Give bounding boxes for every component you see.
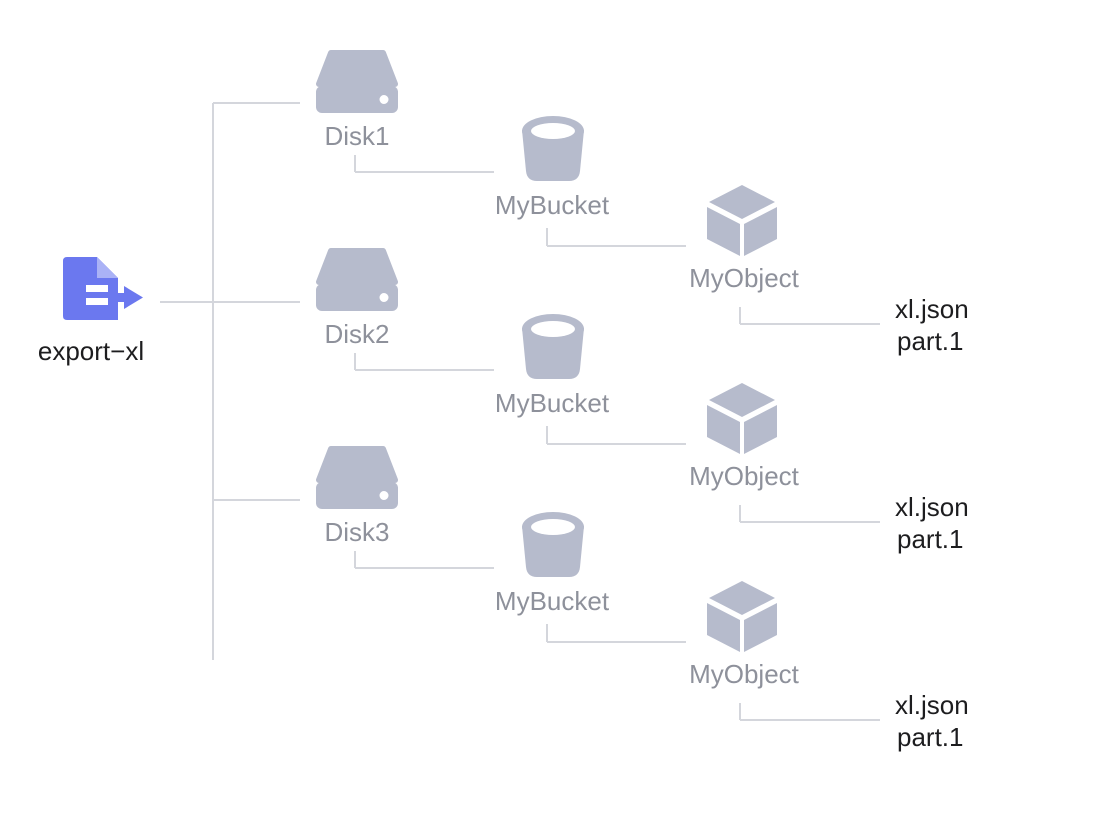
bucket-icon xyxy=(522,116,584,181)
disk-branch-1: Disk1 MyBucket MyObject xl.json part.1 xyxy=(316,50,969,356)
disk-label: Disk1 xyxy=(324,121,389,151)
file-export-icon xyxy=(63,257,143,320)
hard-drive-icon xyxy=(316,446,398,509)
bucket-label: MyBucket xyxy=(495,190,610,220)
bucket-label: MyBucket xyxy=(495,388,610,418)
object-node-2[interactable]: MyObject xyxy=(689,383,800,491)
cube-icon xyxy=(707,383,777,454)
file-export-arrow-head xyxy=(124,286,143,309)
trunk-connectors xyxy=(160,102,300,660)
disk-branch-2: Disk2 MyBucket MyObject xl.json part.1 xyxy=(316,248,969,554)
file-xl-json[interactable]: xl.json xyxy=(895,492,969,522)
cube-icon xyxy=(707,185,777,256)
bucket-node-1[interactable]: MyBucket xyxy=(495,116,610,220)
root-label: export−xl xyxy=(38,336,144,366)
file-export-line-1 xyxy=(86,285,108,292)
bucket-icon xyxy=(522,314,584,379)
file-part-1[interactable]: part.1 xyxy=(897,524,964,554)
bucket-label: MyBucket xyxy=(495,586,610,616)
cube-icon xyxy=(707,581,777,652)
root-node[interactable]: export−xl xyxy=(38,257,144,366)
bucket-node-2[interactable]: MyBucket xyxy=(495,314,610,418)
disk-node-1[interactable]: Disk1 xyxy=(316,50,398,151)
object-node-3[interactable]: MyObject xyxy=(689,581,800,689)
object-label: MyObject xyxy=(689,461,800,491)
file-part-1[interactable]: part.1 xyxy=(897,326,964,356)
file-export-fold xyxy=(97,257,118,278)
disk-node-2[interactable]: Disk2 xyxy=(316,248,398,349)
object-node-1[interactable]: MyObject xyxy=(689,185,800,293)
object-files-2: xl.json part.1 xyxy=(895,492,969,554)
disk-label: Disk3 xyxy=(324,517,389,547)
file-xl-json[interactable]: xl.json xyxy=(895,294,969,324)
bucket-node-3[interactable]: MyBucket xyxy=(495,512,610,616)
file-export-arrow-shaft xyxy=(108,293,126,302)
disk-branch-3: Disk3 MyBucket MyObject xl.json part.1 xyxy=(316,446,969,752)
hard-drive-icon xyxy=(316,248,398,311)
file-export-line-2 xyxy=(86,298,108,305)
file-xl-json[interactable]: xl.json xyxy=(895,690,969,720)
hard-drive-icon xyxy=(316,50,398,113)
disk-node-3[interactable]: Disk3 xyxy=(316,446,398,547)
file-part-1[interactable]: part.1 xyxy=(897,722,964,752)
object-files-1: xl.json part.1 xyxy=(895,294,969,356)
object-label: MyObject xyxy=(689,659,800,689)
object-files-3: xl.json part.1 xyxy=(895,690,969,752)
bucket-icon xyxy=(522,512,584,577)
disk-label: Disk2 xyxy=(324,319,389,349)
object-label: MyObject xyxy=(689,263,800,293)
